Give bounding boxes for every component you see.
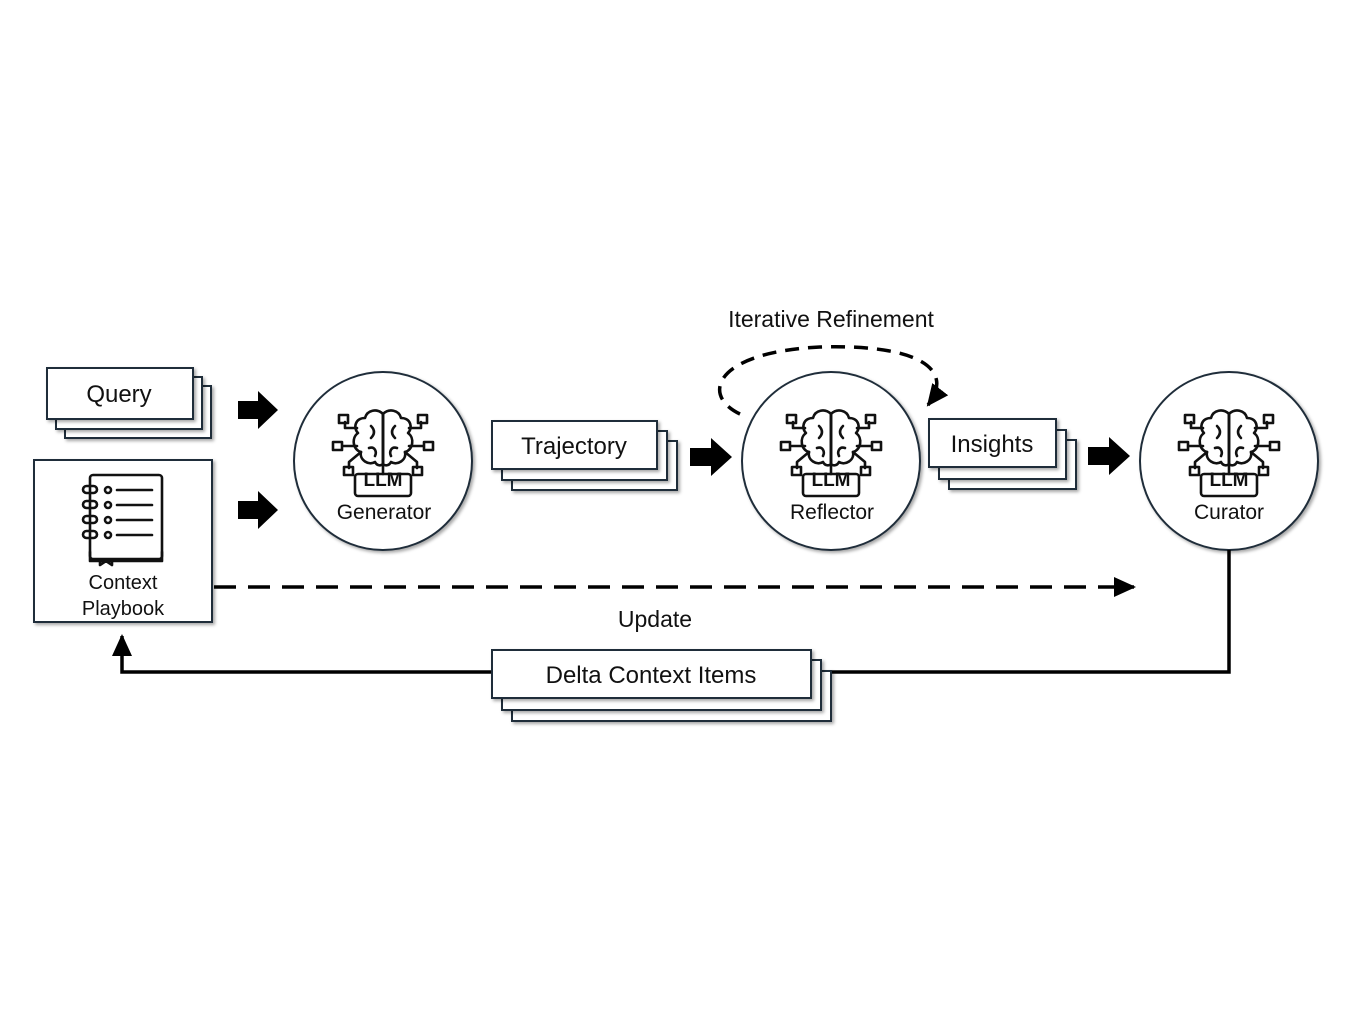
notebook-icon [81,473,164,567]
trajectory-stack: Trajectory [491,420,678,491]
arrow-insights-to-curator [1088,437,1130,475]
curator-node: LLM Curator [1139,371,1319,551]
context-playbook: Context Playbook [33,459,213,623]
llm-label: LLM [363,470,402,491]
trajectory-label: Trajectory [521,433,627,460]
playbook-label-1: Context [89,572,158,594]
query-stack: Query [46,367,212,439]
arrow-playbook-to-generator [238,491,278,529]
reflector-node: LLM Reflector [741,371,921,551]
generator-node: LLM Generator [293,371,473,551]
delta-context-stack: Delta Context Items [491,649,832,722]
insights-stack: Insights [928,418,1077,490]
llm-label: LLM [811,470,850,491]
iterative-refinement-label: Iterative Refinement [728,306,934,332]
llm-label: LLM [1209,470,1248,491]
iterative-refinement-loop [718,345,949,416]
update-label: Update [618,606,692,632]
curator-to-delta-line [830,550,1231,674]
delta-to-playbook-arrow [112,634,492,674]
delta-label: Delta Context Items [546,662,757,689]
block-arrows [238,391,1130,529]
curator-label: Curator [1194,501,1264,524]
arrow-query-to-generator [238,391,278,429]
reflector-label: Reflector [790,501,874,524]
query-label: Query [86,381,151,408]
arrow-trajectory-to-reflector [690,438,732,476]
insights-label: Insights [951,431,1034,458]
playbook-label-2: Playbook [82,598,165,620]
generator-label: Generator [337,501,432,524]
